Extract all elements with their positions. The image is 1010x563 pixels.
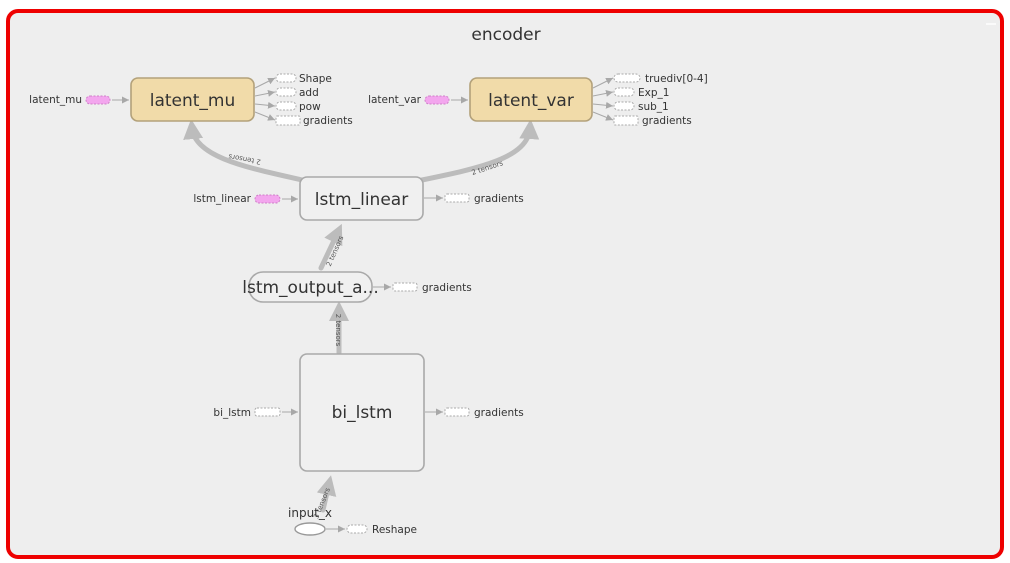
edge-label-lstm-output: 2 tensors (334, 314, 342, 347)
node-latent-mu-label: latent_mu (150, 91, 236, 111)
input-latent-var-label: latent_var (368, 94, 422, 106)
output-truediv-pill[interactable] (613, 73, 641, 83)
output-shape-pill[interactable] (275, 73, 297, 83)
input-latent-mu-label: latent_mu (29, 94, 82, 106)
placeholder-ellipse-icon[interactable] (294, 522, 326, 536)
output-lstm-output-pill[interactable] (392, 282, 418, 292)
output-latent-mu-3: gradients (303, 115, 353, 127)
input-latent-mu[interactable]: latent_mu (29, 94, 111, 106)
node-latent-var-box[interactable] (469, 77, 593, 122)
input-bi-lstm-pill (254, 407, 281, 417)
input-latent-var[interactable]: latent_var (368, 94, 450, 106)
thick-edges (183, 119, 540, 513)
output-add-pill[interactable] (275, 87, 297, 97)
output-latent-mu-2: pow (299, 101, 321, 113)
node-latent-mu[interactable]: latent_mu (130, 77, 255, 122)
output-latent-mu-1: add (299, 87, 319, 99)
outputs-latent-mu: Shape add pow gradients (254, 73, 353, 127)
node-lstm-linear-box[interactable] (299, 176, 424, 221)
node-lstm-linear-label: lstm_linear (315, 190, 408, 210)
output-bi-lstm-pill[interactable] (444, 407, 470, 417)
output-reshape-pill[interactable] (346, 524, 368, 534)
node-lstm-output-box[interactable] (248, 271, 373, 303)
output-lstm-output: gradients (422, 282, 472, 294)
output-bi-lstm: gradients (474, 407, 524, 419)
output-latent-var-3: gradients (642, 115, 692, 127)
output-sub-pill[interactable] (613, 101, 635, 111)
input-bi-lstm[interactable]: bi_lstm (213, 407, 281, 419)
input-lstm-linear-pill (254, 194, 281, 204)
input-latent-mu-pill (85, 95, 111, 105)
node-lstm-output-label: lstm_output_a... (242, 278, 379, 298)
outputs-latent-var: truediv[0-4] Exp_1 sub_1 gradients (592, 73, 708, 127)
output-latent-mu-0: Shape (299, 73, 332, 85)
node-latent-var[interactable]: latent_var (469, 77, 593, 122)
encoder-scope-frame (6, 9, 1004, 559)
output-latent-var-0: truediv[0-4] (645, 73, 708, 85)
node-bi-lstm-box[interactable] (299, 353, 425, 472)
node-input-x[interactable]: input_x (288, 506, 332, 536)
node-bi-lstm-label: bi_lstm (332, 403, 393, 423)
output-lstm-linear: gradients (474, 193, 524, 205)
output-gradients-pill[interactable] (275, 115, 301, 126)
edge-lstm-linear-to-latent-var (419, 119, 540, 183)
input-bi-lstm-label: bi_lstm (213, 407, 251, 419)
input-latent-var-pill (424, 95, 450, 105)
node-lstm-linear[interactable]: lstm_linear (299, 176, 424, 221)
input-lstm-linear-label: lstm_linear (193, 193, 251, 205)
node-lstm-output[interactable]: lstm_output_a... (242, 271, 379, 303)
node-latent-mu-box[interactable] (130, 77, 255, 122)
output-exp-pill[interactable] (613, 87, 635, 97)
input-lstm-linear[interactable]: lstm_linear (193, 193, 281, 205)
edge-lstm-linear-to-latent-mu (183, 119, 305, 183)
scope-title: encoder (471, 25, 540, 45)
output-latent-var-1: Exp_1 (638, 87, 669, 99)
output-lstm-linear-pill[interactable] (444, 193, 470, 203)
edge-input-to-bilstm (316, 475, 337, 513)
output-var-gradients-pill[interactable] (613, 115, 639, 126)
node-input-x-label: input_x (288, 506, 332, 520)
output-pow-pill[interactable] (275, 101, 297, 111)
node-latent-var-label: latent_var (488, 91, 574, 111)
edge-lstm-output-to-lstm-linear (318, 223, 343, 271)
node-bi-lstm[interactable]: bi_lstm (299, 353, 425, 472)
output-input-x: Reshape (372, 524, 417, 536)
output-latent-var-2: sub_1 (638, 101, 669, 113)
